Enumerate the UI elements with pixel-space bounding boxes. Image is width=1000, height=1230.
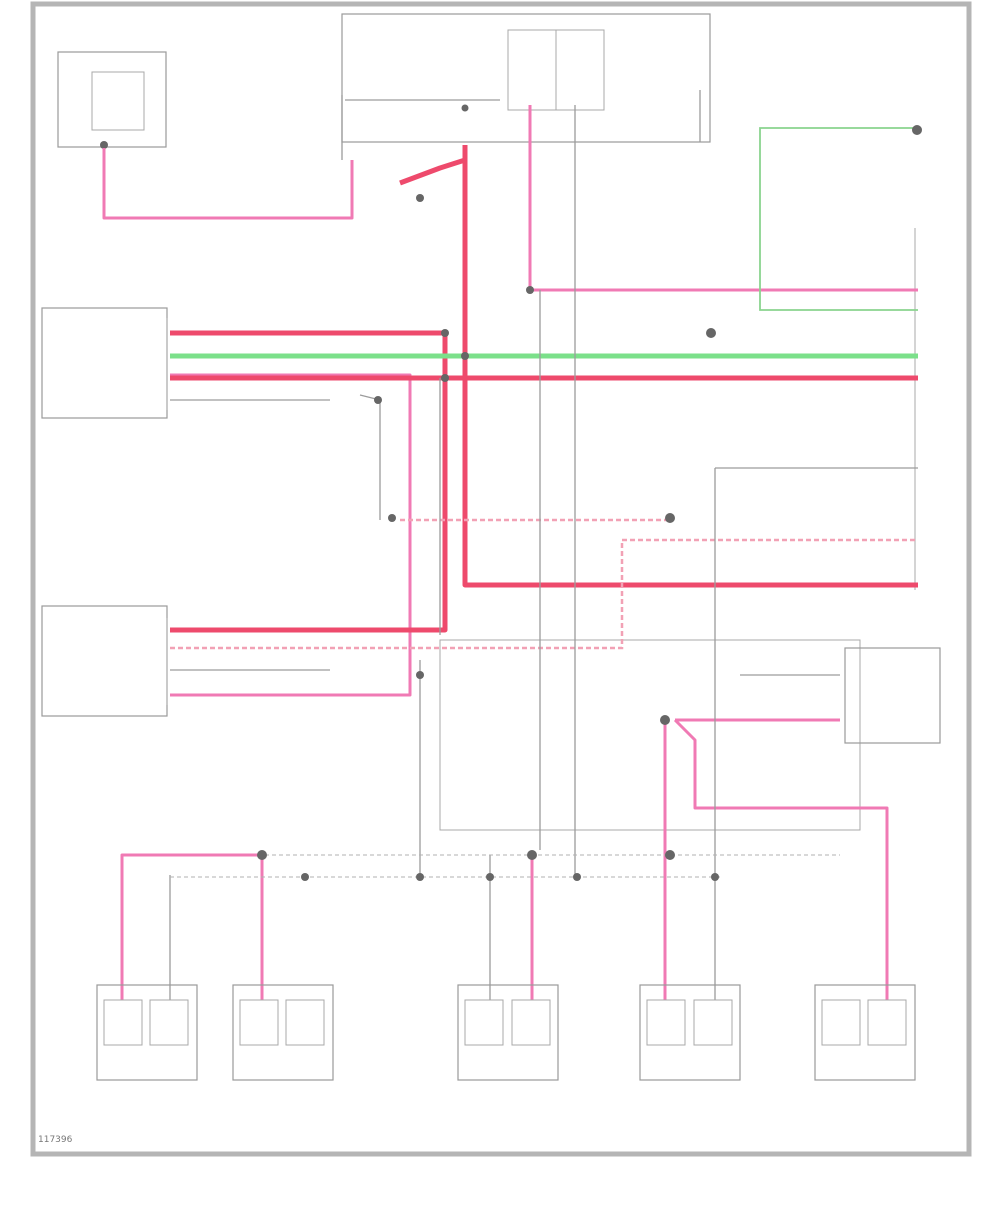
pink-wires [102,105,918,1000]
connector-left-upper [41,307,168,419]
red-wires [170,145,918,650]
bottom-module-3 [457,984,559,1081]
diagram-frame [30,1,972,1157]
bottom-module-5 [814,984,916,1081]
bottom-module-1 [96,984,198,1081]
splice-points [257,104,922,881]
figure-id: 117396 [38,1135,73,1145]
module-right-small [844,647,941,744]
bottom-module-2 [232,984,334,1081]
fuse-block-top-left [57,51,167,149]
module-center-box [439,639,861,831]
connector-left-lower [41,605,168,717]
bottom-module-4 [639,984,741,1081]
junction-box-top [341,13,711,143]
green-wires [170,127,920,359]
gray-wires [169,90,918,1000]
